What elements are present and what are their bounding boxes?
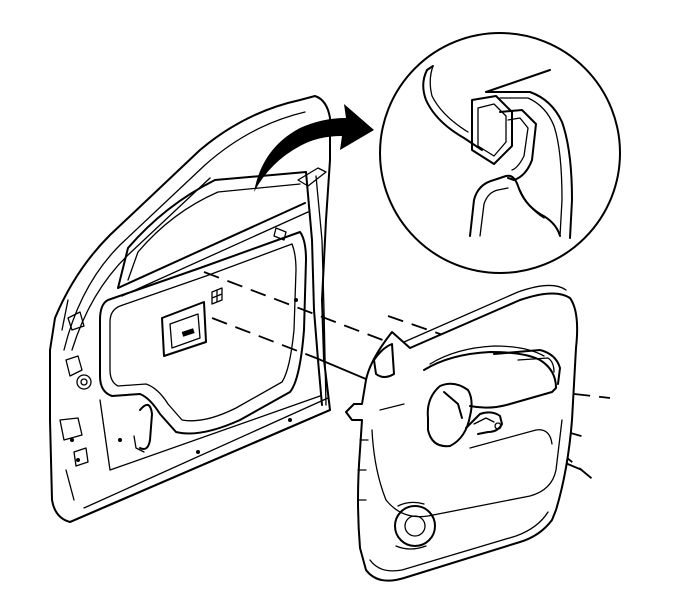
retainer-clip-detail: [379, 32, 621, 274]
door-inner-panel: [99, 231, 321, 471]
removal-arrow: [254, 104, 374, 192]
door-frame: [49, 95, 331, 523]
door-trim-panel: [345, 284, 579, 582]
